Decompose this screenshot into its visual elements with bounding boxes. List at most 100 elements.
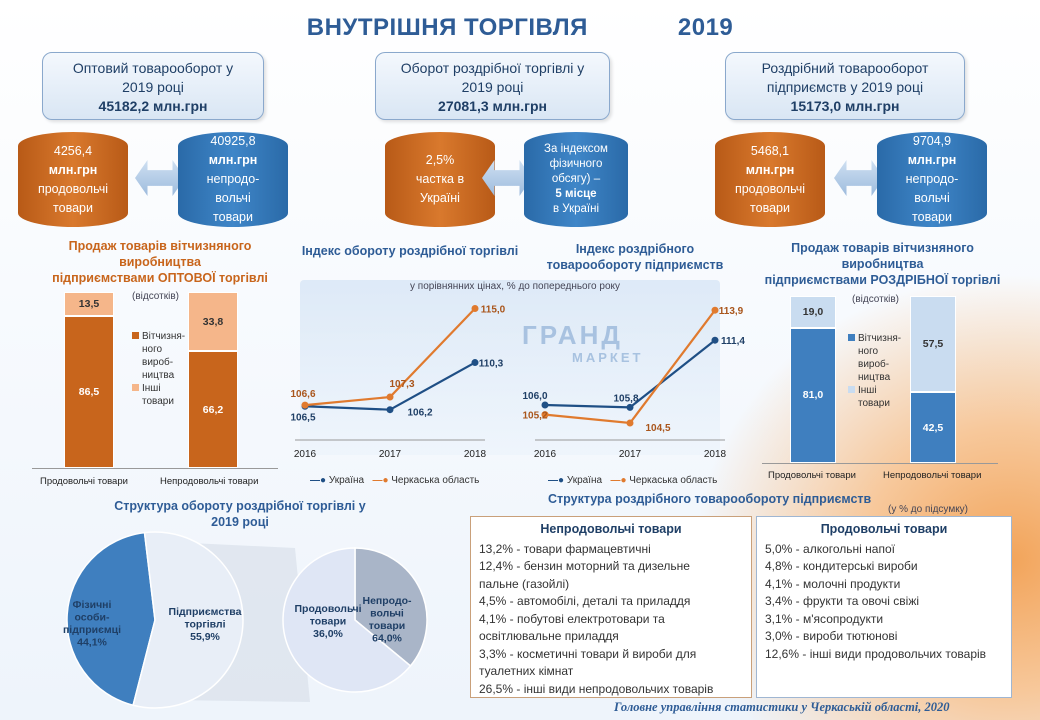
retail-share-legend: Вітчизня- ного вироб- ництва Інші товари — [848, 332, 901, 410]
legend-text: ництва — [142, 370, 175, 381]
legend-line-ukraine: —● — [548, 475, 565, 486]
wholesale-bar-food: 13,5 86,5 — [64, 292, 114, 468]
pie-label-nonfood: Непродо- — [362, 595, 412, 607]
legend-text: Черкаська область — [391, 475, 480, 486]
bar-segment-other: 57,5 — [910, 296, 956, 393]
pie-label-enterprises: Підприємства — [169, 606, 242, 618]
list-item: 26,5% - інші види непродовольчих товарів — [479, 681, 714, 696]
cyl-unit: млн.грн — [48, 162, 98, 177]
cyl-unit: млн.грн — [907, 153, 957, 167]
pie-label-persons: 44,1% — [77, 637, 107, 649]
retail-index-title: Індекс обороту роздрібної торгівлі — [301, 244, 519, 258]
data-label: 105,8 — [613, 393, 638, 404]
bar-label: 13,5 — [78, 297, 100, 310]
pie-label-nonfood: вольчі — [370, 608, 404, 620]
cyl-label: товари — [912, 210, 952, 224]
data-label: 106,2 — [407, 408, 432, 419]
legend-other: Інші — [848, 384, 901, 397]
cyl-label: непродо- — [905, 172, 959, 186]
cyl-value: 4256,4 — [53, 143, 93, 158]
bar-segment-other: 19,0 — [790, 296, 836, 328]
list-item: 12,4% - бензин моторний та дизельне — [479, 559, 690, 573]
bar-label: 19,0 — [802, 305, 824, 318]
chart-title-line: Структура обороту роздрібної торгівлі у — [114, 499, 366, 513]
pie-slice-food — [354, 547, 428, 667]
store-sign: ГРАНД — [522, 320, 623, 350]
retail-bar-nonfood: 57,5 42,5 — [910, 296, 956, 463]
food-retail-cylinder: 5468,1 млн.грн продовольчі товари — [715, 132, 825, 227]
bar-label: 81,0 — [802, 389, 824, 402]
data-point — [541, 411, 549, 419]
chart-title-line: товарообороту підприємств — [546, 258, 724, 272]
box-value: 45182,2 млн.грн — [98, 98, 208, 114]
bar-segment-other: 13,5 — [64, 292, 114, 316]
bar-label: 66,2 — [202, 403, 224, 416]
legend-text: Україна — [328, 475, 365, 486]
pie-label-enterprises: 55,9% — [190, 631, 220, 643]
data-point — [471, 305, 479, 312]
chart-title-line: Продаж товарів вітчизняного — [68, 239, 252, 253]
nonfood-panel: Непродовольчі товари 13,2% - товари фарм… — [470, 516, 752, 698]
pie-slice-enterprises — [132, 531, 244, 709]
list-item: 5,0% - алкогольні напої — [765, 541, 895, 556]
nonfood-wholesale-cylinder: 40925,8 млн.грн непродо- вольчі товари — [178, 132, 288, 227]
x-tick-label: 2018 — [704, 449, 727, 460]
bar-segment-domestic: 86,5 — [64, 315, 114, 468]
enterprise-index-title: Індекс роздрібного товарообороту підприє… — [540, 241, 730, 273]
nonfood-retail-cylinder: 9704,9 млн.грн непродо- вольчі товари — [877, 132, 987, 227]
data-label: 106,5 — [290, 412, 315, 423]
retail-turnover-box: Оборот роздрібної торгівлі у 2019 році 2… — [375, 52, 610, 120]
pie-charts: Фізичніособи-підприємці44,1%Підприємства… — [63, 531, 428, 709]
chart-title-line: 2019 році — [211, 515, 269, 529]
data-label: 113,9 — [719, 306, 744, 317]
data-point — [386, 406, 394, 414]
retail-bar-food: 19,0 81,0 — [790, 296, 836, 463]
unit-note: (відсотків) — [132, 291, 179, 302]
pie-label-food: 36,0% — [313, 628, 343, 640]
panel-title: Продовольчі товари — [820, 522, 948, 536]
box-line: Оптовий товарооборот у — [72, 60, 234, 76]
pie-slice-nonfood — [282, 547, 412, 693]
line-legend-a: —● Україна —● Черкаська область — [310, 474, 479, 487]
pie-label-persons: Фізичні — [73, 599, 112, 611]
data-point — [471, 359, 479, 367]
x-tick-label: Непродовольчі товари — [883, 470, 982, 481]
cyl-label: продовольчі — [734, 181, 806, 196]
legend-text: Вітчизня- — [142, 331, 186, 342]
cyl-value: 2,5% — [425, 153, 455, 167]
bar-segment-domestic: 42,5 — [910, 392, 956, 463]
data-point — [541, 401, 549, 409]
box-line: 2019 році — [122, 79, 184, 95]
cyl-label: За індексом — [544, 143, 608, 155]
cyl-value: 5468,1 — [750, 143, 790, 158]
list-item: 13,2% - товари фармацевтичні — [479, 541, 651, 556]
food-wholesale-cylinder: 4256,4 млн.грн продовольчі товари — [18, 132, 128, 227]
list-item: 3,3% - косметичні товари й вироби для — [479, 646, 697, 661]
data-point — [626, 419, 634, 427]
legend-swatch — [848, 334, 855, 341]
title-text: ВНУТРІШНЯ ТОРГІВЛЯ — [306, 14, 588, 41]
bar-label: 86,5 — [78, 385, 100, 398]
food-panel: Продовольчі товари 5,0% - алкогольні нап… — [756, 516, 1012, 698]
legend-text: Вітчизня- — [858, 333, 902, 344]
legend-text: ництва — [858, 372, 891, 383]
panel-title: Непродовольчі товари — [540, 522, 682, 536]
x-axis-line — [762, 463, 998, 464]
wholesale-bar-nonfood: 33,8 66,2 — [188, 292, 238, 468]
cyl-unit: млн.грн — [208, 153, 258, 167]
legend-swatch — [848, 386, 855, 393]
data-label: 105,2 — [522, 411, 547, 422]
legend-domestic: Вітчизня- — [132, 330, 185, 343]
list-item: 4,5% - автомобілі, деталі та приладдя — [479, 594, 691, 608]
pie-slice-persons — [66, 531, 156, 707]
data-label: 106,0 — [522, 391, 547, 402]
chart-title-line: виробництва — [841, 257, 924, 271]
x-tick-label: Продовольчі товари — [40, 476, 128, 487]
store-photo: ГРАНД МАРКЕТ — [300, 280, 720, 455]
legend-text: ного — [858, 346, 879, 357]
cyl-label: Україні — [420, 191, 460, 205]
x-tick-label: 2017 — [379, 449, 402, 460]
